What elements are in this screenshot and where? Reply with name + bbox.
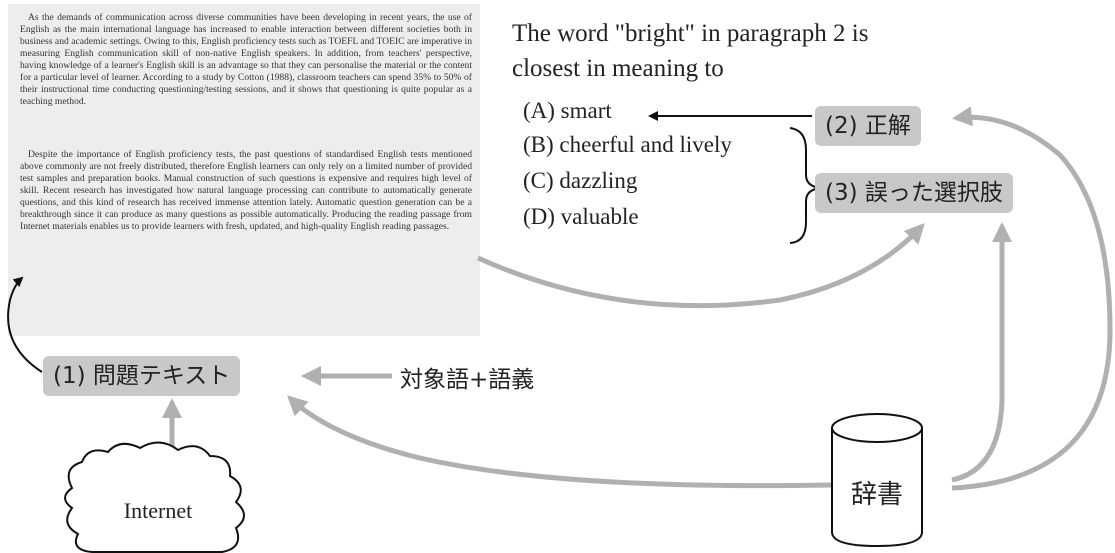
question-stem: The word "bright" in paragraph 2 is clos… bbox=[512, 20, 869, 82]
option-b: (B) cheerful and lively bbox=[523, 132, 732, 157]
dictionary-to-distractors-arrow bbox=[951, 222, 1012, 483]
option-d: (D) valuable bbox=[523, 204, 639, 229]
dictionary-cylinder-icon bbox=[831, 413, 923, 548]
internet-label: Internet bbox=[123, 498, 193, 523]
correct-answer-box: (2) 正解 bbox=[815, 106, 921, 146]
text-to-passage-arrow bbox=[7, 276, 43, 373]
dictionary-to-text-arrow bbox=[287, 395, 833, 489]
internet-cloud-icon bbox=[64, 441, 245, 553]
target-word-sense-label: 対象語+語義 bbox=[400, 367, 535, 393]
option-a: (A) smart bbox=[523, 98, 612, 123]
passage-to-distractors-arrow bbox=[476, 223, 925, 309]
passage-paragraph-1: As the demands of communication across d… bbox=[20, 12, 472, 108]
distractors-box: (3) 誤った選択肢 bbox=[815, 173, 1013, 213]
dictionary-to-answer-arrow bbox=[951, 106, 1113, 491]
passage-paragraph-2: Despite the importance of English profic… bbox=[20, 149, 472, 233]
dictionary-label: 辞書 bbox=[850, 480, 903, 510]
option-c: (C) dazzling bbox=[523, 168, 638, 193]
reading-passage: As the demands of communication across d… bbox=[8, 4, 480, 336]
problem-text-box: (1) 問題テキスト bbox=[43, 356, 241, 396]
